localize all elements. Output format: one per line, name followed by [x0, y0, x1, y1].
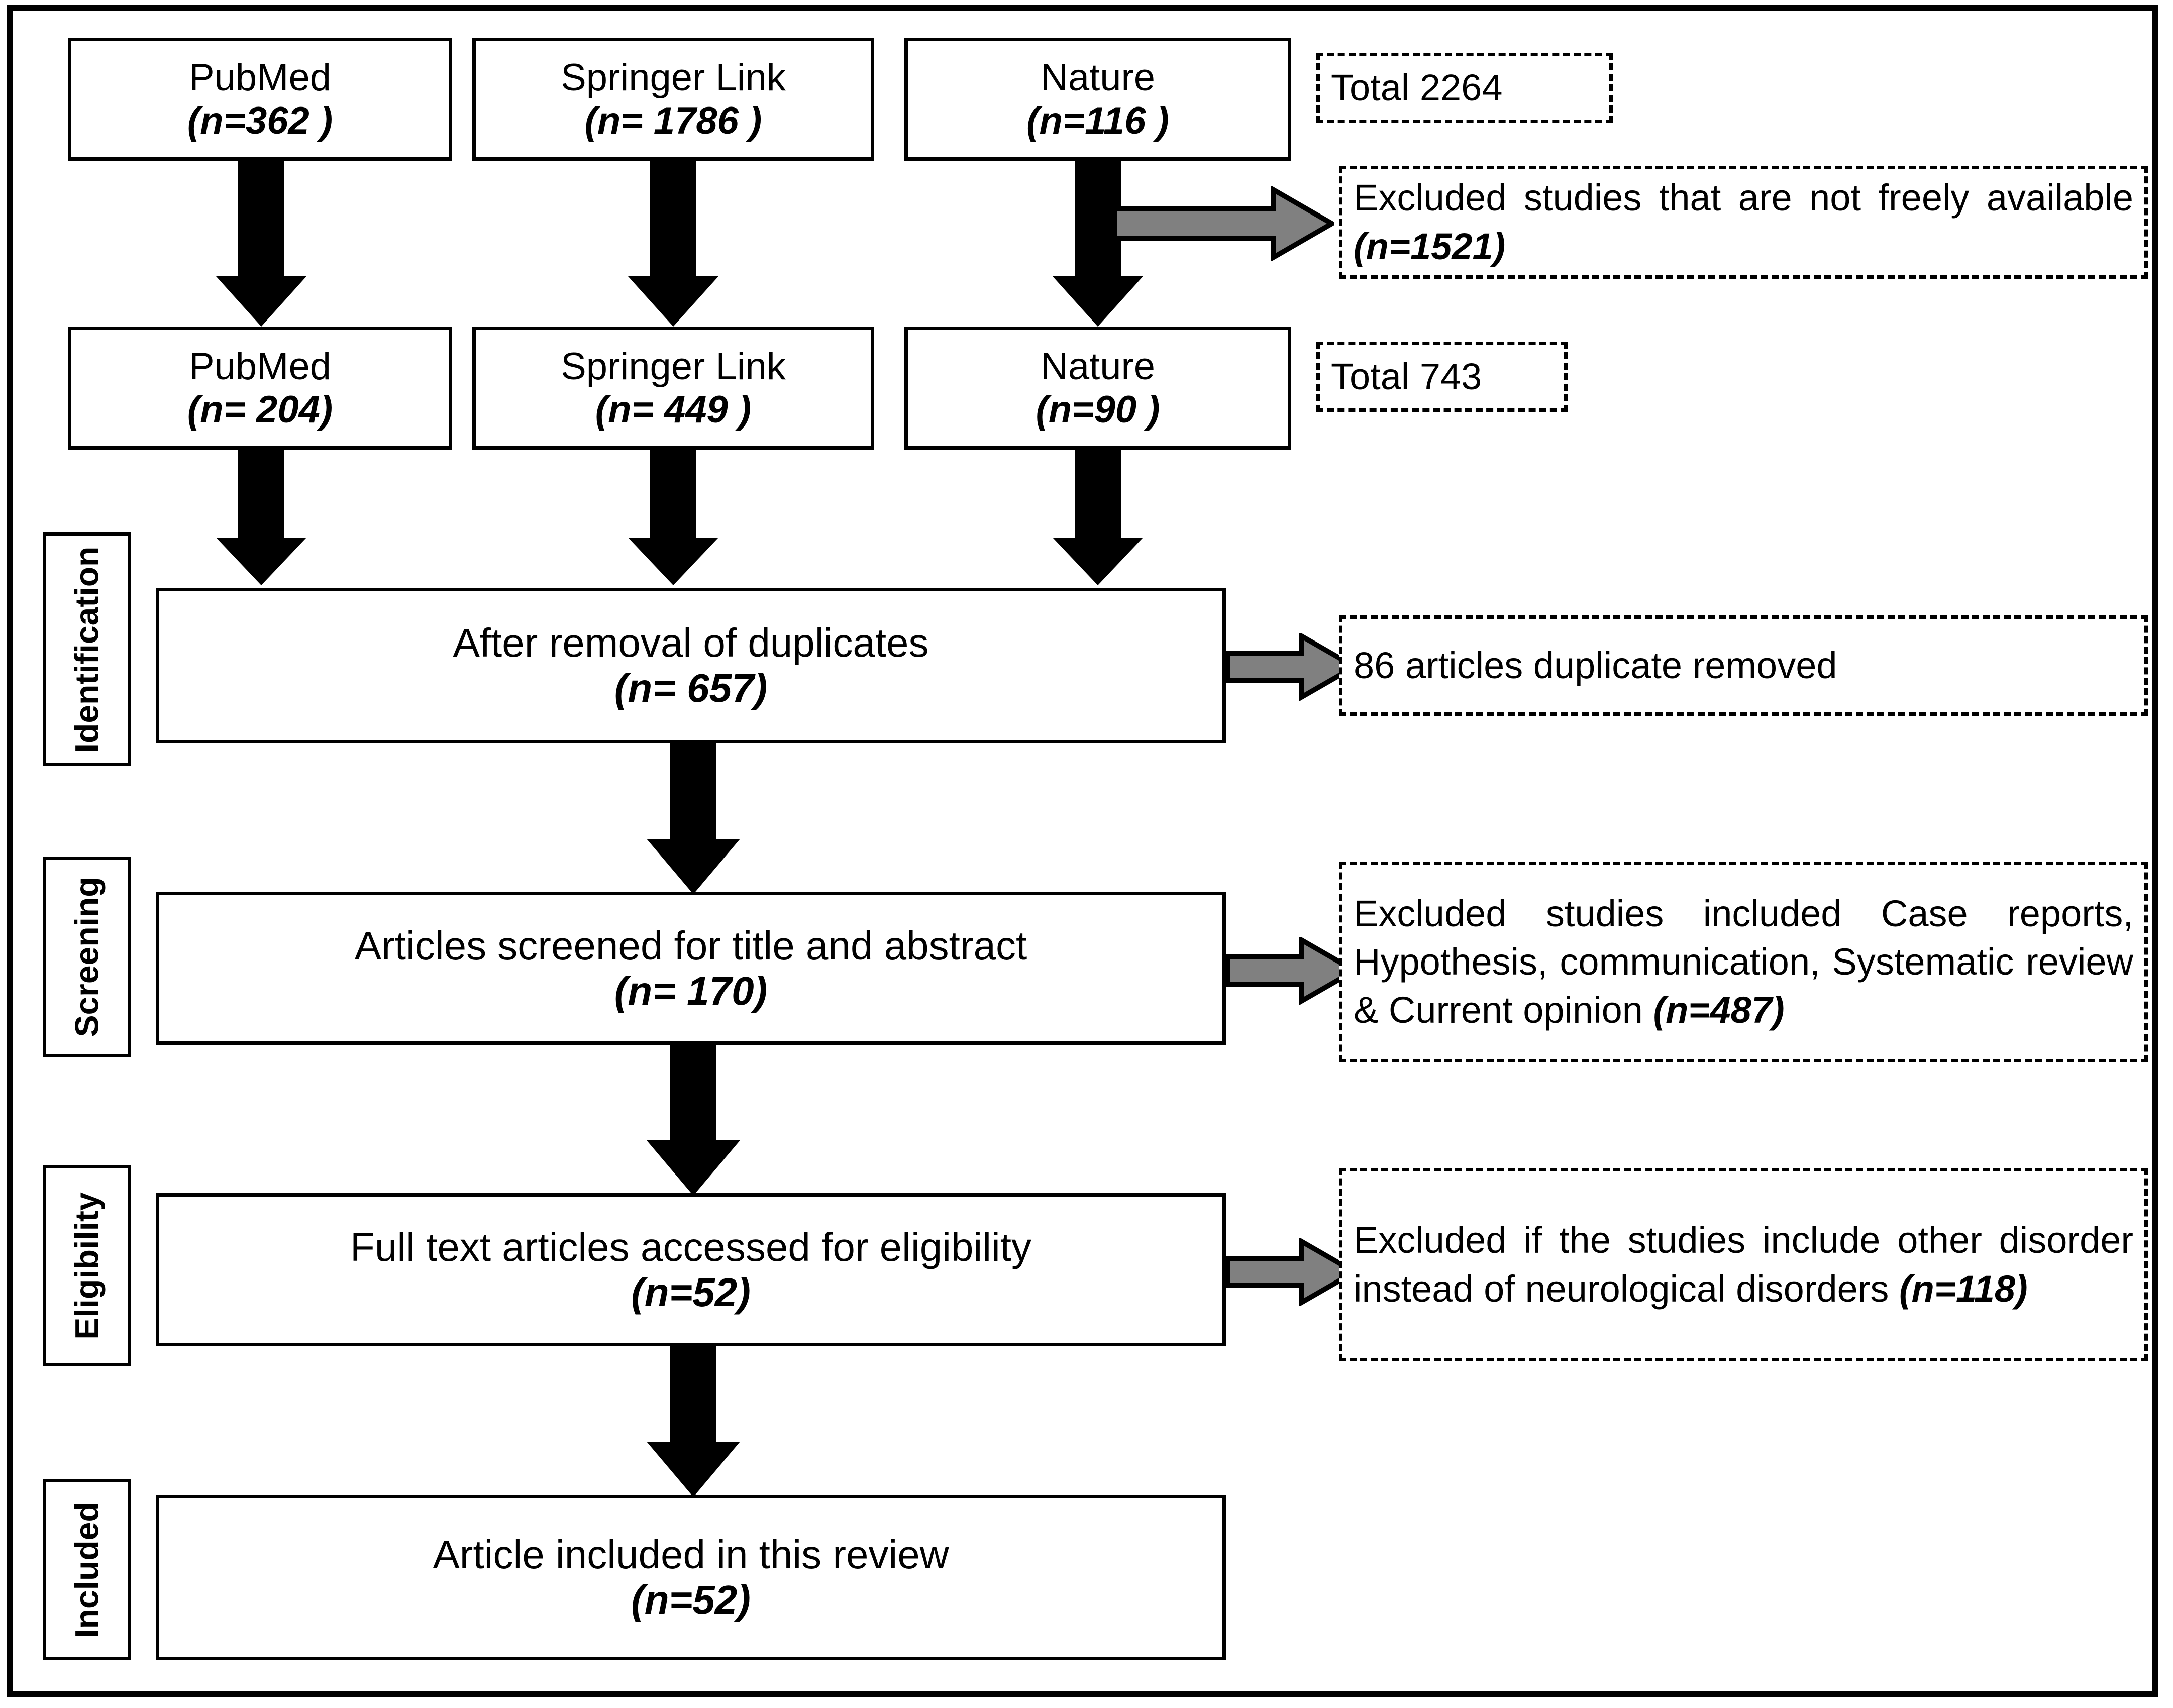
exclusion-box-other-disorders: Excluded if the studies include other di…	[1339, 1168, 2148, 1361]
stage-label-screening: Screening	[43, 857, 131, 1057]
node-count: (n= 1786 )	[584, 99, 762, 142]
exclusion-text: Excluded studies that are not freely ava…	[1354, 177, 2133, 219]
arrow-springer-to-dup-icon	[628, 450, 718, 585]
stage-text: Identification	[68, 546, 106, 753]
arrow-eligibility-to-included-icon	[646, 1346, 741, 1497]
arrow-nature-to-dup-icon	[1053, 450, 1143, 585]
node-count: (n= 170)	[614, 968, 768, 1013]
node-fulltext-eligibility: Full text articles accessed for eligibil…	[156, 1193, 1226, 1346]
node-title: After removal of duplicates	[453, 620, 929, 666]
node-title: PubMed	[188, 345, 332, 388]
stage-label-eligibility: Eligibility	[43, 1165, 131, 1366]
node-springer-initial: Springer Link (n= 1786 )	[472, 38, 874, 161]
node-title: Articles screened for title and abstract	[354, 923, 1027, 968]
arrow-pubmed-to-dup-icon	[216, 450, 306, 585]
node-count: (n=362 )	[187, 99, 333, 142]
stage-text: Included	[68, 1502, 106, 1638]
node-article-included: Article included in this review (n=52)	[156, 1494, 1226, 1660]
node-count: (n= 204)	[187, 388, 333, 431]
arrow-springer-down-icon	[628, 161, 718, 327]
exclusion-box-duplicates-note: 86 articles duplicate removed	[1339, 615, 2148, 716]
node-springer-filtered: Springer Link (n= 449 )	[472, 327, 874, 450]
exclusion-text: Excluded if the studies include other di…	[1354, 1219, 2133, 1310]
arrow-excluded-not-free-icon	[1113, 186, 1334, 261]
node-title: PubMed	[188, 56, 332, 99]
exclusion-text: 86 articles duplicate removed	[1354, 644, 1837, 686]
node-pubmed-filtered: PubMed (n= 204)	[68, 327, 452, 450]
node-count: (n=90 )	[1036, 388, 1160, 431]
stage-text: Eligibility	[68, 1192, 106, 1340]
node-title: Nature	[1040, 345, 1156, 388]
node-count: (n=52)	[631, 1577, 751, 1622]
exclusion-text: Excluded studies included Case reports, …	[1354, 892, 2133, 1031]
exclusion-count: (n=487)	[1653, 989, 1785, 1031]
stage-label-identification: Identification	[43, 532, 131, 766]
node-count: (n=116 )	[1026, 99, 1169, 142]
total-filtered-label: Total 743	[1331, 355, 1482, 397]
arrow-nature-down-icon	[1053, 161, 1143, 327]
exclusion-count: (n=118)	[1899, 1267, 2028, 1310]
total-filtered-box: Total 743	[1316, 342, 1568, 412]
node-articles-screened: Articles screened for title and abstract…	[156, 892, 1226, 1045]
node-nature-filtered: Nature (n=90 )	[904, 327, 1291, 450]
arrow-pubmed-down-icon	[216, 161, 306, 327]
total-initial-box: Total 2264	[1316, 53, 1613, 123]
node-count: (n= 449 )	[595, 388, 752, 431]
exclusion-box-not-free: Excluded studies that are not freely ava…	[1339, 166, 2148, 279]
total-initial-label: Total 2264	[1331, 66, 1503, 109]
arrow-screened-to-eligibility-icon	[646, 1045, 741, 1196]
node-nature-initial: Nature (n=116 )	[904, 38, 1291, 161]
exclusion-box-article-types: Excluded studies included Case reports, …	[1339, 862, 2148, 1062]
arrow-dup-to-screened-icon	[646, 743, 741, 894]
arrow-duplicates-note-icon	[1226, 633, 1357, 701]
arrow-excluded-article-types-icon	[1226, 937, 1357, 1005]
node-duplicates-removed: After removal of duplicates (n= 657)	[156, 588, 1226, 743]
node-title: Springer Link	[561, 56, 786, 99]
node-pubmed-initial: PubMed (n=362 )	[68, 38, 452, 161]
arrow-excluded-other-disorders-icon	[1226, 1238, 1357, 1306]
node-count: (n=52)	[631, 1269, 751, 1315]
node-title: Springer Link	[561, 345, 786, 388]
node-title: Article included in this review	[433, 1532, 949, 1577]
exclusion-count: (n=1521)	[1354, 225, 1506, 267]
node-count: (n= 657)	[614, 666, 768, 710]
stage-text: Screening	[68, 877, 106, 1037]
node-title: Full text articles accessed for eligibil…	[350, 1224, 1032, 1269]
node-title: Nature	[1040, 56, 1156, 99]
stage-label-included: Included	[43, 1479, 131, 1660]
